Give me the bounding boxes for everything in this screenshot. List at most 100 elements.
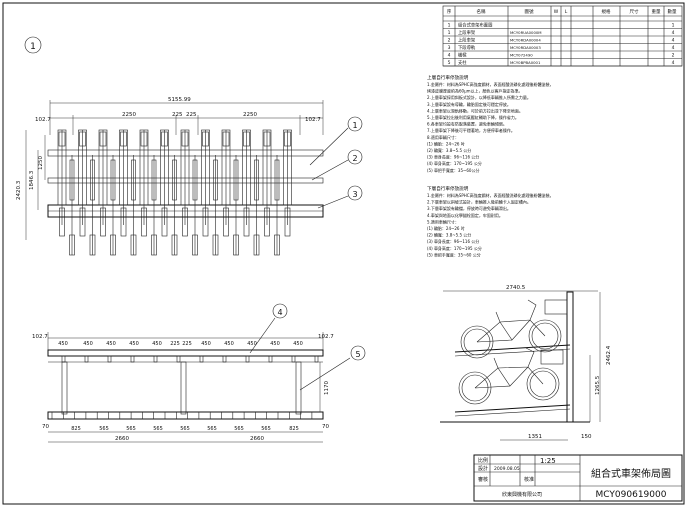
pt-header-3: W [554,9,559,15]
front-hangers [61,355,319,363]
pt-row-qty: 2 [672,53,675,59]
pt-row-no: 5 [448,60,451,66]
plan-slot-6 [160,129,178,256]
front-bottom-dim-2: 565 [126,426,136,432]
pt-row-qty: 4 [672,45,675,51]
plan-slot-7 [180,129,198,256]
pt-header-5: 規格 [602,8,611,15]
designer-label: 設計 [478,465,488,472]
pt-row-name: 組合式車架布置圖 [458,22,492,29]
lower-note-line: (5) 車把手寬度：35~60 公分 [427,251,481,257]
plan-slot-4 [119,129,137,256]
front-bottom-dim-7: 565 [261,426,271,432]
company-name: 欣東興機有限公司 [502,491,542,498]
upper-note-line: (5) 車把手寬度：35~60公分 [427,167,479,173]
front-top-dim-0: 450 [58,341,68,347]
front-dim-70-right: 70 [322,424,329,430]
plan-callouts: 1 2 3 [309,116,363,209]
upper-notes-title: 上層自行車停放說明 [427,74,469,81]
pt-row-name: 橫樑 [458,52,467,59]
front-top-dim-6: 225 [182,341,192,347]
front-hanger-4 [153,355,158,363]
plan-dimensions: 102.7 2250 225 225 2250 102.7 5155.99 24… [16,97,324,240]
lower-notes: 1.金屬件：材料為SPHC高強度鋼材，表面經酸洗磷化處理後粉體塗裝。2.下層車架… [427,192,554,257]
front-top-dim-2: 450 [106,341,116,347]
callout-1: 1 [352,121,357,130]
front-hanger-8 [245,355,250,363]
plan-slot-3 [98,129,116,256]
side-dim-150: 150 [581,434,592,440]
plan-slot-1 [57,129,75,256]
upper-note-line: 烤漆皮膜厚度約為60μm以上，顏色以客戶指定為準。 [427,88,523,94]
approve-label: 核准 [524,476,534,483]
front-top-dim-7: 450 [201,341,211,347]
front-top-dim-3: 450 [129,341,139,347]
front-dim-102-7-right: 102.7 [318,334,334,340]
side-dim-base: 1351 [528,434,542,440]
upper-note-line: (4) 車身高度：170~195 公分 [427,160,482,166]
front-top-dim-8: 450 [224,341,234,347]
plan-slot-9 [221,129,239,256]
lower-notes-title: 下層自行車停放說明 [427,185,469,192]
svg-text:1: 1 [30,42,36,52]
pt-header-6: 尺寸 [630,8,639,15]
drawing-title: 組合式車架佈局圖 [591,467,671,480]
pt-header-2: 圖號 [525,8,534,15]
plan-slot-8 [201,129,219,256]
front-bottom-dim-8: 825 [289,426,299,432]
front-top-dim-5: 225 [170,341,180,347]
lower-note-line: 5.適用車輛尺寸： [427,218,459,224]
front-hanger-11 [314,355,319,363]
upper-note-line: 3.上層車架設有導輪，輪胎固定後可穩定停放。 [427,101,511,107]
front-hanger-7 [222,355,227,363]
drawing-number: MCY090619000 [596,490,667,500]
upper-note-line: 2.上層車架採用斜板式設計，以降低車輛推入所需之力量。 [427,94,531,100]
pt-row-name: 上段車架 [458,37,476,44]
front-bottom-dim-6: 565 [234,426,244,432]
pt-header-1: 名稱 [477,8,486,15]
front-post-2 [180,361,187,415]
front-bottom-dim-1: 565 [99,426,109,432]
front-post-3 [295,361,302,415]
lower-note-line: 3.下層車架設有輪擋，停放時可避免車輛滑出。 [427,205,511,211]
dim-2420: 2420.3 [16,180,22,200]
upper-note-line: 5.上層車架拉出後利用氣壓缸輔助下降，操作省力。 [427,114,519,120]
front-hanger-3 [130,355,135,363]
upper-note-line: (3) 車身長度：96~116 公分 [427,154,479,160]
dim-overall: 5155.99 [168,97,191,103]
pt-row-qty: 4 [672,30,675,36]
front-bottom-dim-3: 565 [153,426,163,432]
front-hanger-1 [84,355,89,363]
lower-note-line: 1.金屬件：材料為SPHC高強度鋼材，表面經酸洗磷化處理後粉體塗裝。 [427,192,554,198]
front-top-dim-11: 450 [293,341,303,347]
pt-row-code: MCY0BPBA0001 [510,60,541,65]
upper-note-line: 6.各車架均設有防脫落裝置，避免車輛傾倒。 [427,121,507,127]
front-bottom-dim-4: 565 [180,426,190,432]
side-dim-top: 2740.5 [506,285,526,291]
upper-bicycle [460,299,568,359]
front-hanger-10 [291,355,296,363]
lower-bicycle [458,347,564,405]
front-hanger-2 [107,355,112,363]
front-hanger-0 [61,355,66,363]
front-post-1 [61,361,68,415]
plan-slot-12 [283,129,292,237]
dim-102-7-left: 102.7 [35,117,51,123]
plan-slot-10 [242,129,260,256]
front-bottom-dim-5: 565 [207,426,217,432]
upper-notes: 1.金屬件：材料為SPHC高強度鋼材，表面經酸洗磷化處理後粉體塗裝， 烤漆皮膜厚… [427,81,554,173]
upper-note-line: (2) 輪寬：3.8~5.5 公分 [427,147,471,153]
sheet-border [2,2,685,505]
upper-note-line: 7.上層車架下降後可平穩著地，方便停車者操作。 [427,127,515,133]
pt-row-no: 1 [448,23,451,29]
pt-row-no: 1 [448,30,451,36]
pt-row-qty: 4 [672,38,675,44]
front-hanger-6 [199,355,204,363]
plan-bike-slots [57,129,292,256]
dim-225-2: 225 [186,112,197,118]
notes-block: 上層自行車停放說明 1.金屬件：材料為SPHC高強度鋼材，表面經酸洗磷化處理後粉… [427,74,554,257]
side-elevation: 2740.5 2462.4 1265.5 1351 150 [440,285,612,441]
